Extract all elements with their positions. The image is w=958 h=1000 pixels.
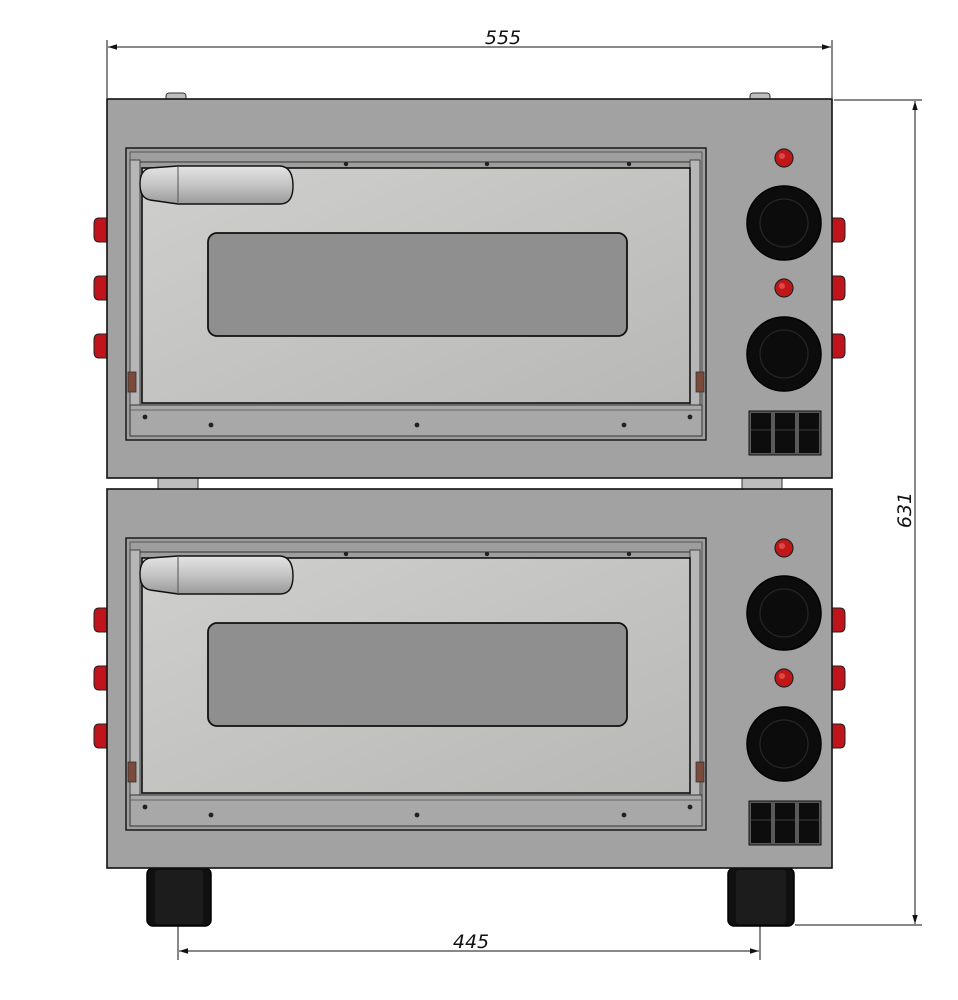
feet xyxy=(146,867,795,927)
control-knob[interactable] xyxy=(746,316,822,392)
rocker-switches[interactable] xyxy=(748,410,822,456)
upper-oven-deck xyxy=(93,98,846,479)
side-bumper xyxy=(831,275,846,301)
side-bumper xyxy=(831,333,846,359)
lower-oven-deck xyxy=(93,488,846,869)
height-dimension-label: 631 xyxy=(894,492,916,528)
feet-spacing-dimension: 445 xyxy=(177,905,761,960)
side-bumper xyxy=(93,275,108,301)
door-handle[interactable] xyxy=(139,165,294,205)
side-bumper xyxy=(93,333,108,359)
side-bumper xyxy=(831,217,846,243)
width-dimension-label: 555 xyxy=(485,27,521,49)
oven-deck xyxy=(93,98,846,479)
width-dimension: 555 xyxy=(106,27,833,98)
feet-spacing-dimension-label: 445 xyxy=(453,931,489,953)
side-bumper xyxy=(93,217,108,243)
height-dimension: 631 xyxy=(795,99,922,926)
door-window xyxy=(207,232,628,337)
control-knob[interactable] xyxy=(746,185,822,261)
